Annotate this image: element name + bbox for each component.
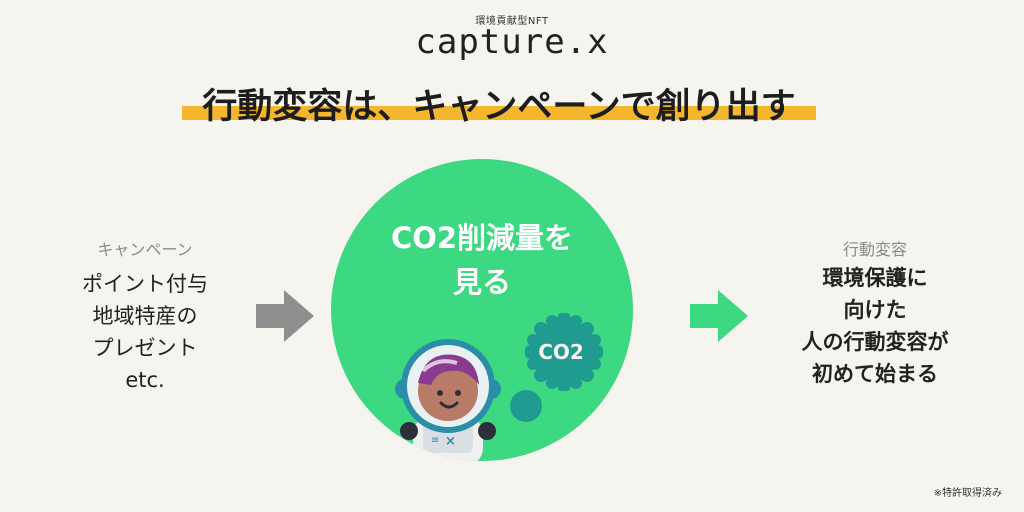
center-circle: CO2削減量を 見る CO2 ≡ × [331,159,633,461]
co2-badge-text: CO2 [538,340,584,364]
patent-note: ※特許取得済み [934,484,1002,499]
co2-badge-icon: CO2 [525,313,603,391]
left-label: キャンペーン [60,236,230,260]
small-bubble-icon [508,388,544,424]
brand-logo: capture.x [0,22,1024,62]
headline: 行動変容は、キャンペーンで創り出す [182,78,816,129]
astronaut-illustration: ≡ × [393,331,503,461]
gray-right-arrow-icon [256,290,314,342]
right-label: 行動変容 [800,236,950,260]
left-text: ポイント付与 地域特産の プレゼント etc. [45,268,245,396]
svg-text:≡: ≡ [431,435,439,446]
green-right-arrow-icon [690,290,748,342]
headline-block: 行動変容は、キャンペーンで創り出す [182,78,816,124]
svg-text:×: × [445,434,456,449]
center-text: CO2削減量を 見る [331,216,633,304]
right-text: 環境保護に 向けた 人の行動変容が 初めて始まる [770,262,980,390]
